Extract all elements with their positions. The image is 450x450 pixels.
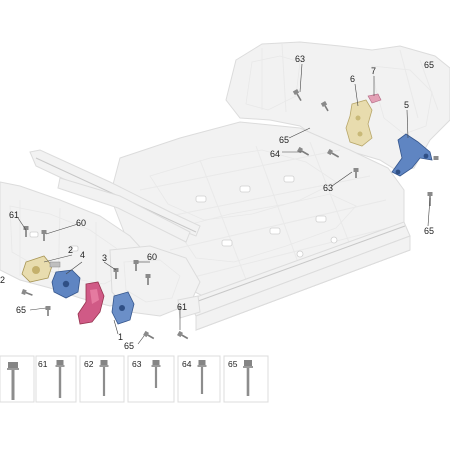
part-5-arm xyxy=(391,133,433,177)
callout-5: 5 xyxy=(404,100,409,110)
callout-61-left: 61 xyxy=(9,210,19,220)
highlighted-parts xyxy=(21,93,433,325)
callout-1: 1 xyxy=(118,332,123,342)
callout-65-bottom: 65 xyxy=(124,341,134,351)
callout-65-mid: 65 xyxy=(279,135,289,145)
callout-7: 7 xyxy=(371,66,376,76)
callout-64: 64 xyxy=(270,149,280,159)
callout-65-left: 65 xyxy=(16,305,26,315)
callout-65-top-right: 65 xyxy=(424,60,434,70)
legend-item-63: 63 xyxy=(127,355,175,403)
fastener-legend: 61 62 63 xyxy=(0,355,269,403)
callout-65-right: 65 xyxy=(424,226,434,236)
callout-63-mid: 63 xyxy=(323,183,333,193)
part-6-bracket xyxy=(345,99,373,147)
leader-lines xyxy=(17,63,431,345)
legend-label-61: 61 xyxy=(38,359,48,369)
callout-2-left: 2 xyxy=(0,275,5,285)
chassis-frame xyxy=(0,41,450,331)
part-7-pad xyxy=(367,93,382,104)
callout-3: 3 xyxy=(102,253,107,263)
callout-63-top: 63 xyxy=(295,54,305,64)
legend-item-64: 64 xyxy=(177,355,221,403)
callout-60-right: 60 xyxy=(147,252,157,262)
callout-labels: 63 65 6 7 5 65 64 63 65 61 60 2 2 4 3 60… xyxy=(0,54,434,351)
legend-label-64: 64 xyxy=(182,359,192,369)
legend-item-62: 62 xyxy=(79,355,125,403)
legend-label-65: 65 xyxy=(228,359,238,369)
legend-label-62: 62 xyxy=(84,359,94,369)
legend-item-61: 61 xyxy=(35,355,77,403)
legend-item-unlabeled xyxy=(0,355,35,403)
callout-4: 4 xyxy=(80,250,85,260)
callout-2: 2 xyxy=(68,245,73,255)
legend-label-63: 63 xyxy=(132,359,142,369)
callout-61-bottom: 61 xyxy=(177,302,187,312)
callout-60-left: 60 xyxy=(76,218,86,228)
fasteners-in-drawing xyxy=(21,89,439,340)
legend-item-65: 65 xyxy=(223,355,269,403)
callout-6: 6 xyxy=(350,74,355,84)
